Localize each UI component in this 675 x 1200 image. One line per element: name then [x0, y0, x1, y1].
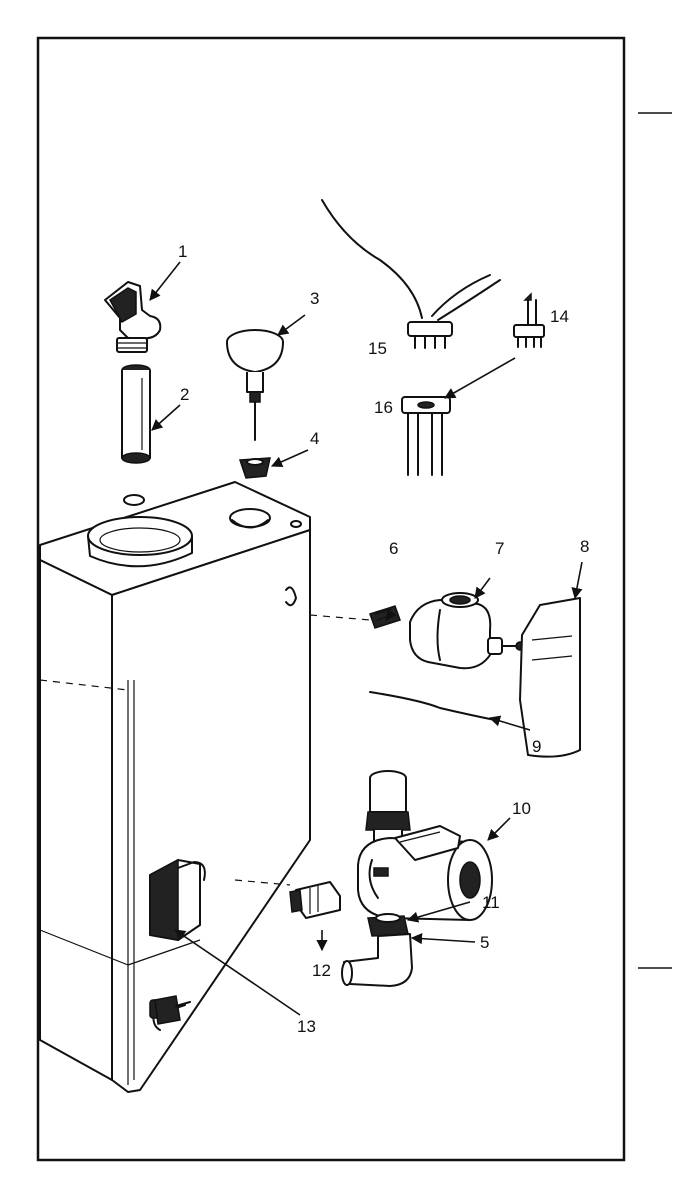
cabinet — [39, 481, 311, 1093]
part-10-pump-motor — [357, 770, 493, 921]
callout-1: 1 — [178, 242, 187, 261]
callout-5: 5 — [480, 933, 489, 952]
part-8-cover — [519, 597, 581, 758]
callout-7: 7 — [495, 539, 504, 558]
part-15-plug — [407, 321, 453, 349]
callout-14: 14 — [550, 307, 569, 326]
part-1-relief-valve — [104, 281, 162, 353]
drain-tap — [154, 995, 191, 1025]
callout-3: 3 — [310, 289, 319, 308]
wire-harness — [321, 199, 501, 321]
callout-16: 16 — [374, 398, 393, 417]
alignment-line-lower — [234, 879, 291, 886]
part-14-connector — [513, 292, 545, 348]
callout-9: 9 — [532, 737, 541, 756]
callout-10: 10 — [512, 799, 531, 818]
callout-2: 2 — [180, 385, 189, 404]
part-5-elbow — [341, 933, 413, 987]
callout-8: 8 — [580, 537, 589, 556]
part-16-element — [401, 396, 451, 476]
callout-15: 15 — [368, 339, 387, 358]
part-3-control-knob — [226, 329, 284, 441]
callout-11: 11 — [482, 893, 500, 912]
callout-6: 6 — [389, 539, 398, 558]
callout-4: 4 — [310, 429, 319, 448]
callout-13: 13 — [297, 1017, 316, 1036]
alignment-line-upper — [309, 614, 371, 621]
part-11-fitting — [367, 913, 409, 937]
part-9-gasket — [369, 691, 496, 721]
part-13-control-box — [149, 858, 206, 941]
part-7-housing — [409, 592, 525, 670]
leader-arrows — [149, 261, 583, 1016]
part-12-drain-valve — [289, 881, 341, 919]
callout-labels: 1 2 3 4 5 6 7 8 9 10 11 12 13 14 15 16 — [178, 242, 589, 1036]
callout-12: 12 — [312, 961, 331, 980]
part-2-pipe-nipple — [121, 364, 151, 464]
part-6-filter — [369, 605, 401, 629]
diagram-frame — [36, 36, 626, 1162]
part-4-nut — [238, 457, 271, 479]
